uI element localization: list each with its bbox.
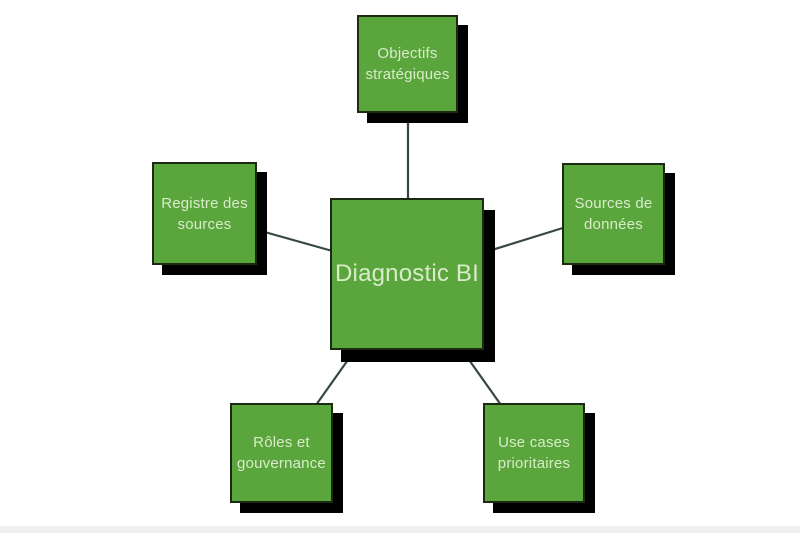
node-objectifs-strategiques-label: Objectifs stratégiques — [365, 45, 450, 83]
node-roles-et-gouvernance[interactable]: Rôles et gouvernance — [230, 403, 333, 503]
connector-center-roles — [315, 349, 356, 406]
node-sources-de-donnees[interactable]: Sources de données — [562, 163, 665, 265]
node-diagnostic-bi[interactable]: Diagnostic BI — [330, 198, 484, 350]
node-registre-des-sources-label: Registre des sources — [161, 194, 248, 233]
node-registre-des-sources[interactable]: Registre des sources — [152, 162, 257, 265]
node-objectifs-strategiques[interactable]: Objectifs stratégiques — [357, 15, 458, 113]
node-use-cases-prioritaires[interactable]: Use cases prioritaires — [483, 403, 585, 503]
node-sources-de-donnees-label: Sources de données — [574, 195, 653, 233]
connector-center-sources — [478, 225, 567, 256]
bottom-strip — [0, 526, 800, 533]
node-roles-et-gouvernance-label: Rôles et gouvernance — [237, 434, 326, 472]
connector-center-registre — [253, 227, 337, 254]
node-use-cases-prioritaires-label: Use cases prioritaires — [497, 434, 571, 472]
connector-center-usecases — [461, 349, 502, 406]
node-diagnostic-bi-label: Diagnostic BI — [335, 259, 479, 287]
